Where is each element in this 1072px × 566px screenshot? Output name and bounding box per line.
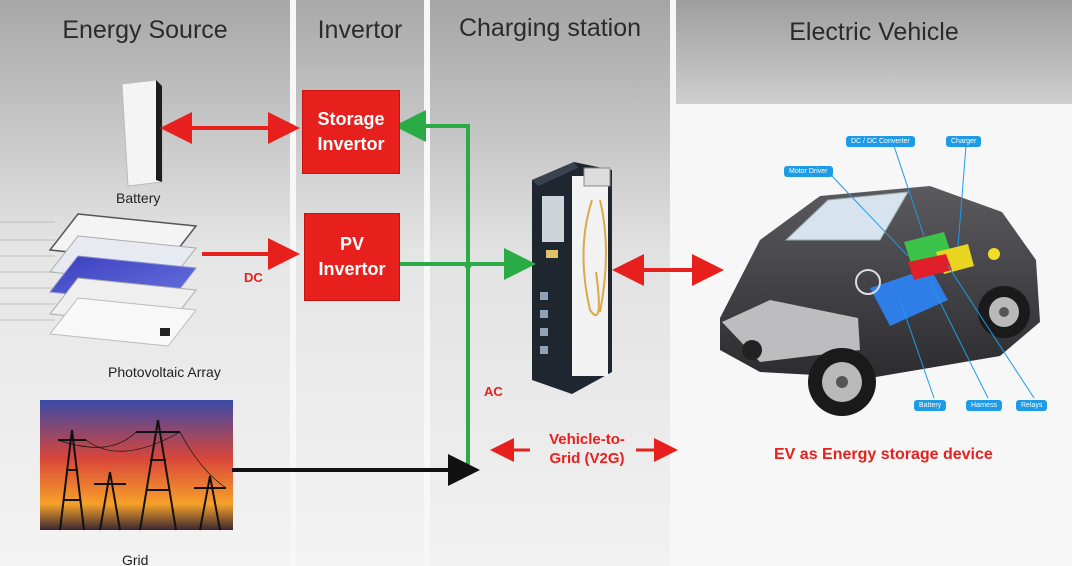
electric-vehicle-image xyxy=(720,145,1040,416)
energy-source-header: Energy Source xyxy=(62,16,228,44)
battery-tag: Battery xyxy=(914,400,947,411)
battery-image xyxy=(121,79,163,187)
charger-tag: Charger xyxy=(946,136,982,147)
ac-bus-arrows xyxy=(462,262,474,272)
pv-invertor-box: PV Invertor xyxy=(304,213,400,301)
battery-label: Battery xyxy=(116,190,161,206)
motor-driver-tag: Motor Driver xyxy=(784,166,833,177)
invertor-header: Invertor xyxy=(317,16,403,44)
storage-invertor-box: Storage Invertor xyxy=(302,90,400,174)
grid-image xyxy=(40,400,233,531)
photovoltaic-array-label: Photovoltaic Array xyxy=(108,364,221,380)
v2g-label: Vehicle-to- Grid (V2G) xyxy=(549,431,625,467)
dc-dc-converter-tag: DC / DC Converter xyxy=(846,136,915,147)
charging-station-image xyxy=(532,162,612,394)
electric-vehicle-header: Electric Vehicle xyxy=(789,18,959,46)
ev-storage-label: EV as Energy storage device xyxy=(774,446,993,463)
harness-tag: Harness xyxy=(966,400,1003,411)
grid-label: Grid xyxy=(122,552,149,566)
dc-label: DC xyxy=(244,270,263,285)
relays-tag: Relays xyxy=(1016,400,1048,411)
connections xyxy=(160,110,724,486)
charging-station-header: Charging station xyxy=(458,14,642,42)
photovoltaic-array-image xyxy=(0,213,198,347)
rear-wheel xyxy=(978,286,1030,338)
ac-label: AC xyxy=(484,384,503,399)
electric-vehicle-header-band xyxy=(676,0,1072,104)
front-wheel xyxy=(808,348,876,416)
